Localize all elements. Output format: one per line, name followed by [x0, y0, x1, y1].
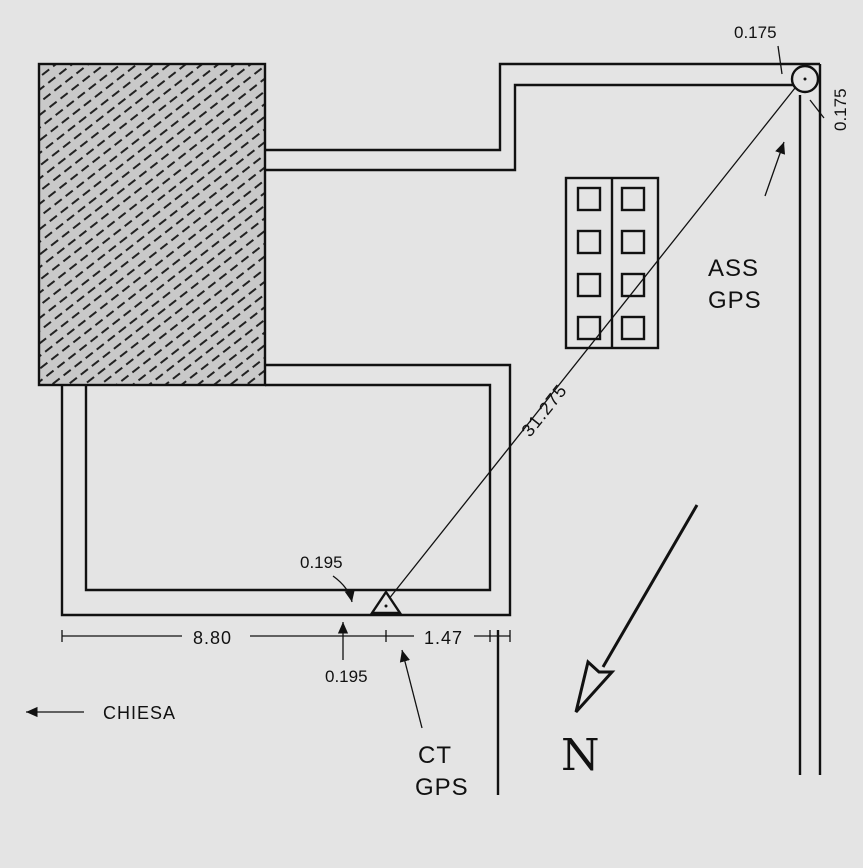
- dimension-line: [61, 630, 511, 642]
- north-label: N: [561, 730, 600, 781]
- baseline-distance-label: 31.275: [517, 380, 571, 440]
- ct-gps-label-line1: CT: [418, 742, 452, 769]
- top-offset-leader: [777, 45, 783, 75]
- window-pane: [620, 272, 646, 298]
- dimension-left-label: 8.80: [193, 628, 232, 648]
- ct-gps-label-line2: GPS: [415, 774, 469, 801]
- window-pane: [620, 186, 646, 212]
- window-pane: [576, 272, 602, 298]
- window-pane: [576, 315, 602, 341]
- dimension-right-label: 1.47: [424, 628, 463, 648]
- ct-gps-pointer-arrow: [399, 649, 423, 729]
- window-pane: [620, 315, 646, 341]
- upper-wall-outer: [265, 62, 795, 152]
- north-arrow-icon: [574, 504, 699, 714]
- ass-gps-label-line2: GPS: [708, 287, 762, 314]
- station-offset-label-top: 0.195: [300, 553, 343, 572]
- church-direction-label: CHIESA: [103, 703, 176, 723]
- ass-gps-pointer-arrow: [764, 141, 786, 197]
- side-offset-label: 0.175: [831, 88, 850, 131]
- station-offset-leader-top: [332, 575, 355, 603]
- hatched-building: [37, 62, 267, 387]
- window-pane: [620, 229, 646, 255]
- station-offset-label-bottom: 0.195: [325, 667, 368, 686]
- window-pane: [576, 229, 602, 255]
- lower-building-outer: [60, 363, 512, 617]
- lower-building-inner: [84, 383, 492, 592]
- baseline-line: [387, 87, 796, 601]
- window-panel: [564, 176, 660, 350]
- upper-wall-inner: [265, 83, 795, 172]
- top-offset-label: 0.175: [734, 23, 777, 42]
- side-offset-leader: [809, 99, 825, 119]
- window-pane: [576, 186, 602, 212]
- ct-gps-point-icon: [369, 589, 403, 615]
- ass-gps-label-line1: ASS: [708, 255, 759, 282]
